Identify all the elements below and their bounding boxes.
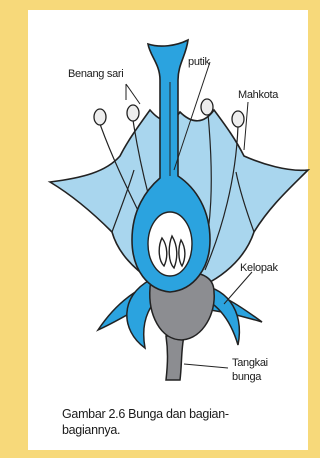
ovules	[159, 236, 185, 268]
figure-caption: Gambar 2.6 Bunga dan bagian- bagiannya.	[62, 406, 302, 438]
label-stalk-line1: Tangkai	[232, 357, 268, 369]
label-pistil: putik	[188, 56, 210, 68]
label-petal: Mahkota	[238, 89, 278, 101]
label-stamen: Benang sari	[68, 68, 123, 80]
caption-line-2: bagiannya.	[62, 422, 302, 438]
label-stalk-line2: bunga	[232, 371, 261, 383]
label-sepal: Kelopak	[240, 262, 278, 274]
flower-stalk	[166, 336, 184, 380]
caption-line-1: Gambar 2.6 Bunga dan bagian-	[62, 406, 302, 422]
